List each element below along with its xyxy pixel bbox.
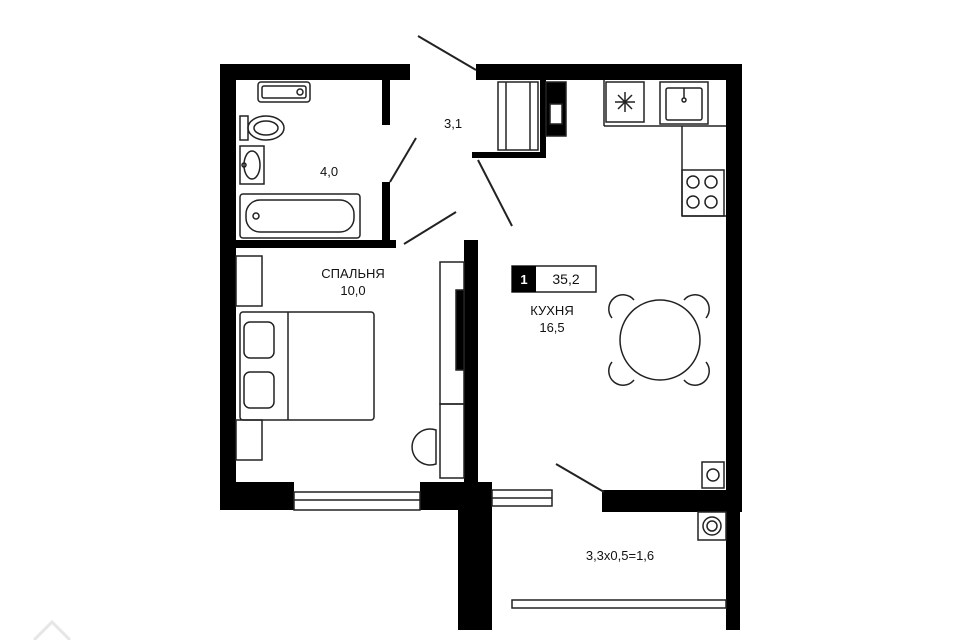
stove-icon	[681, 169, 725, 217]
balcony-window	[511, 599, 727, 609]
hall-area-label: 3,1	[444, 116, 462, 131]
kitchen-window	[491, 489, 553, 507]
bedroom-name-label: СПАЛЬНЯ	[321, 266, 385, 281]
sink-icon	[239, 145, 265, 185]
total-area: 35,2	[552, 271, 579, 287]
chair-icon	[411, 428, 437, 466]
bathroom-fixtures	[239, 81, 361, 239]
apartment-badge: 1 35,2	[511, 265, 597, 293]
boiler-icon	[701, 461, 725, 489]
bedroom-furniture	[235, 255, 465, 479]
kitchen-area-label: 16,5	[539, 320, 564, 335]
fridge-icon	[605, 81, 645, 123]
tv-stand-icon	[439, 261, 465, 405]
kitchen-name-label: КУХНЯ	[530, 303, 573, 318]
rooms-count: 1	[520, 272, 527, 287]
balcony-fixture-icon	[697, 511, 727, 541]
bathroom-area-label: 4,0	[320, 164, 338, 179]
entrance-door	[417, 35, 477, 71]
bathtub-icon	[239, 193, 361, 239]
bed-icon	[239, 311, 375, 421]
balcony-door	[555, 463, 605, 493]
bathroom-door	[389, 137, 417, 183]
washing-machine-icon	[257, 81, 311, 103]
walls	[220, 64, 742, 630]
doors	[389, 35, 605, 493]
dining-table-icon	[608, 294, 710, 386]
kitchen-sink-icon	[659, 81, 709, 125]
kitchen-fixtures	[603, 80, 726, 489]
bedroom-door	[403, 211, 457, 245]
balcony-area-label: 3,3x0,5=1,6	[586, 548, 654, 563]
kitchen-door	[477, 159, 513, 227]
bedroom-area-label: 10,0	[340, 283, 365, 298]
hall-wardrobe-icon	[497, 81, 567, 151]
watermark-house-icon	[32, 619, 72, 640]
bedroom-window	[293, 491, 421, 511]
toilet-icon	[239, 115, 249, 141]
